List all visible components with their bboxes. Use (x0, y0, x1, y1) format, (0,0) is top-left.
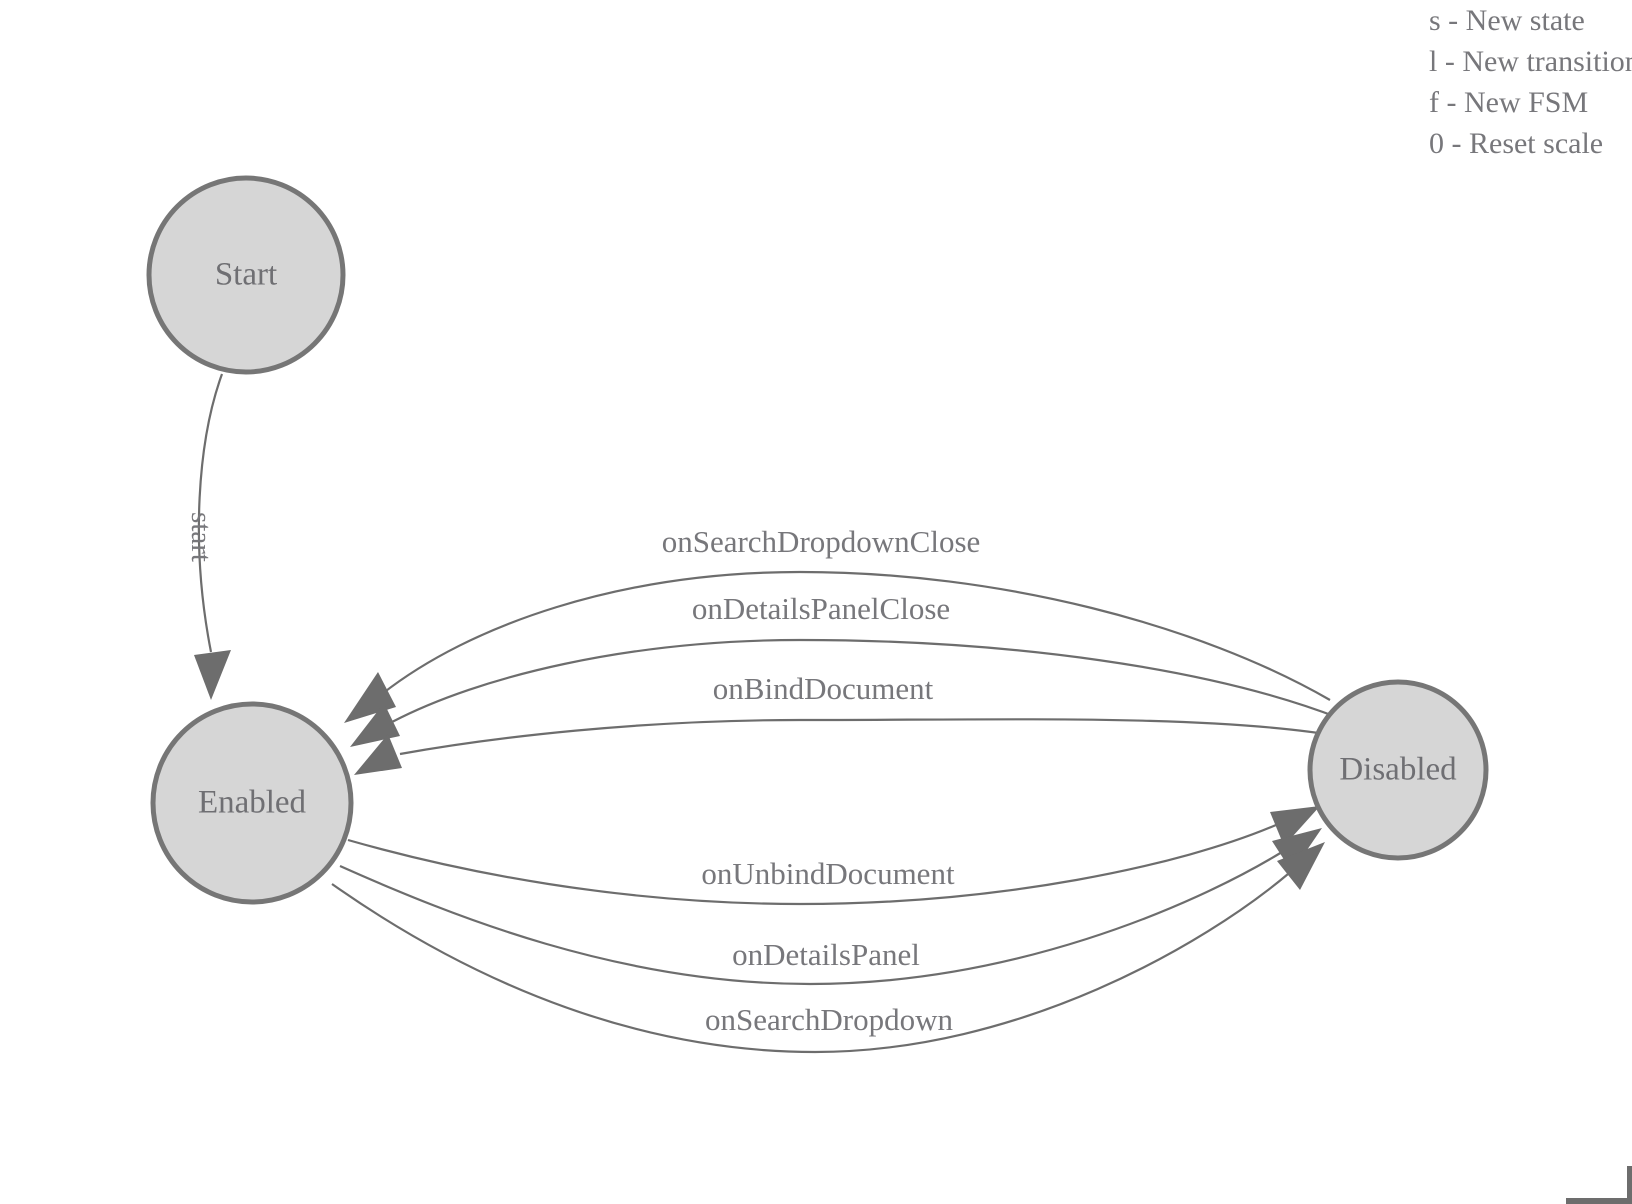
edge-label-ondetailspanelclose: onDetailsPanelClose (692, 591, 950, 626)
edge-path-start (197, 373, 224, 653)
node-enabled[interactable]: Enabled (150, 701, 354, 905)
edge-path-onsearchdropdownclose (381, 570, 1331, 701)
edge-onbinddocument[interactable] (354, 718, 1345, 775)
edge-start-to-enabled[interactable] (194, 373, 231, 700)
horizontal-scrollbar[interactable] (1566, 1198, 1627, 1204)
edge-label-onsearchdropdownclose: onSearchDropdownClose (662, 524, 981, 559)
edge-onunbinddocument[interactable] (347, 806, 1320, 906)
edge-onsearchdropdown[interactable] (331, 842, 1325, 1054)
edge-ondetailspanel[interactable] (339, 828, 1322, 986)
edge-path-onsearchdropdown (331, 873, 1289, 1054)
node-start-label: Start (215, 257, 277, 293)
edge-arrowhead-onbinddocument (354, 734, 402, 775)
node-disabled-label: Disabled (1339, 752, 1457, 788)
node-start-circle[interactable] (146, 175, 346, 375)
edge-arrowhead-onsearchdropdown (1277, 842, 1325, 890)
edge-arrowhead-ondetailspanel (1272, 828, 1322, 872)
node-enabled-label: Enabled (198, 785, 307, 821)
node-enabled-circle[interactable] (150, 701, 354, 905)
node-disabled[interactable]: Disabled (1307, 679, 1489, 861)
edge-arrowhead-onunbinddocument (1270, 806, 1320, 846)
vertical-scrollbar[interactable] (1627, 1166, 1632, 1204)
edge-label-start: start (185, 512, 217, 562)
node-start[interactable]: Start (146, 175, 346, 375)
node-disabled-circle[interactable] (1307, 679, 1489, 861)
edge-arrowhead-start (194, 650, 231, 700)
edge-path-onunbinddocument (347, 823, 1277, 906)
edge-path-ondetailspanelclose (391, 638, 1340, 723)
edge-label-onsearchdropdown: onSearchDropdown (705, 1002, 953, 1037)
edge-path-ondetailspanel (339, 851, 1283, 986)
edge-label-onbinddocument: onBindDocument (713, 671, 934, 706)
edge-label-ondetailspanel: onDetailsPanel (732, 937, 920, 972)
edge-label-onunbinddocument: onUnbindDocument (701, 856, 955, 891)
edge-path-onbinddocument (399, 718, 1345, 756)
